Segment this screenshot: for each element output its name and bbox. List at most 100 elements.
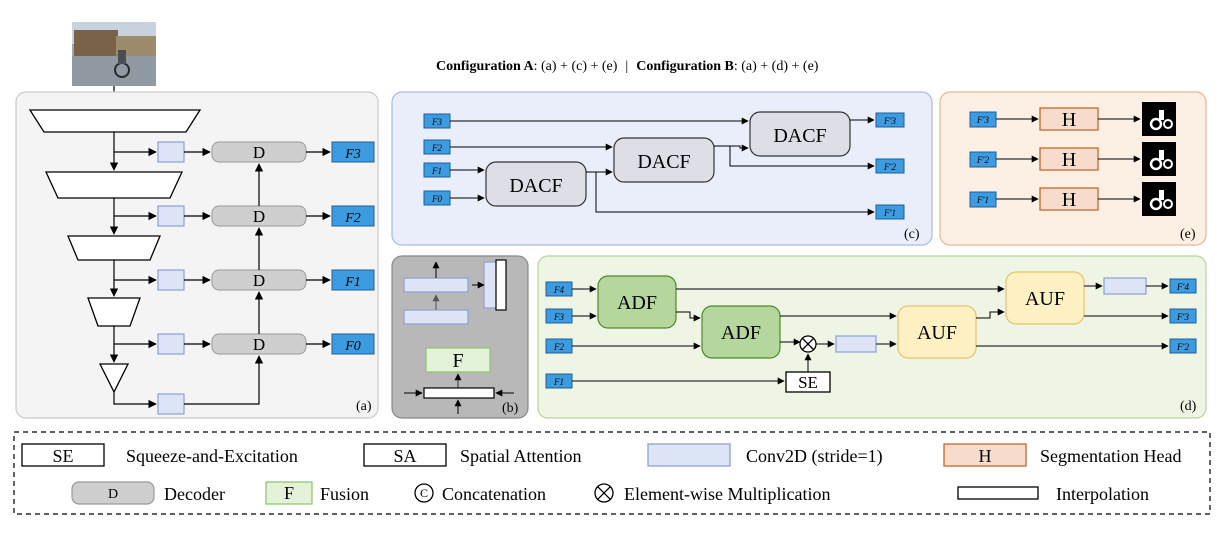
svg-text:F1: F1 bbox=[431, 166, 442, 176]
legend-sa: SA Spatial Attention bbox=[363, 443, 582, 467]
mask-output-thumbnail bbox=[1142, 142, 1176, 176]
conv-box bbox=[157, 269, 185, 291]
svg-text:F'4: F'4 bbox=[1176, 282, 1189, 292]
svg-text:SE: SE bbox=[52, 446, 73, 466]
encoder-stage-5 bbox=[98, 363, 130, 394]
svg-text:SE: SE bbox=[798, 373, 818, 392]
svg-text:F'2: F'2 bbox=[976, 155, 989, 165]
svg-text:F1: F1 bbox=[344, 275, 361, 290]
svg-text:F'3: F'3 bbox=[976, 115, 989, 125]
svg-text:F'1: F'1 bbox=[883, 208, 896, 218]
dacf-block-1: DACF bbox=[485, 161, 587, 207]
svg-text:Conv2D (stride=1): Conv2D (stride=1) bbox=[746, 446, 883, 467]
svg-text:Spatial Attention: Spatial Attention bbox=[460, 446, 582, 466]
segmentation-head: H bbox=[1039, 107, 1099, 131]
interpolation-box bbox=[495, 259, 507, 311]
svg-text:F2: F2 bbox=[344, 211, 361, 226]
panel-e-caption: (e) bbox=[1180, 227, 1196, 242]
adf-block-2: ADF bbox=[701, 305, 781, 359]
svg-text:DACF: DACF bbox=[509, 175, 562, 197]
legend-concatenation: C Concatenation bbox=[414, 483, 546, 504]
svg-text:ADF: ADF bbox=[721, 322, 761, 344]
svg-text:Squeeze-and-Excitation: Squeeze-and-Excitation bbox=[126, 446, 298, 466]
svg-text:Element-wise Multiplication: Element-wise Multiplication bbox=[624, 484, 830, 504]
svg-text:F3: F3 bbox=[344, 147, 361, 162]
conv-box bbox=[157, 205, 185, 227]
svg-text:D: D bbox=[253, 335, 265, 354]
legend-head: H Segmentation Head bbox=[943, 443, 1181, 467]
svg-text:D: D bbox=[253, 271, 265, 290]
feature-output-f1: F1 bbox=[331, 269, 375, 291]
svg-text:D: D bbox=[253, 143, 265, 162]
legend-conv: Conv2D (stride=1) bbox=[647, 443, 883, 467]
svg-text:Decoder: Decoder bbox=[164, 484, 225, 504]
svg-text:F2: F2 bbox=[431, 143, 442, 153]
feature-output-f0: F0 bbox=[331, 333, 375, 355]
svg-text:DACF: DACF bbox=[773, 125, 826, 147]
head-input-f3: F'3 bbox=[969, 111, 997, 128]
decoder-block: D bbox=[211, 269, 307, 291]
svg-text:AUF: AUF bbox=[917, 322, 957, 344]
input-f3: F3 bbox=[423, 113, 451, 129]
svg-text:F: F bbox=[452, 350, 463, 372]
legend: SE Squeeze-and-Excitation SA Spatial Att… bbox=[13, 431, 1211, 515]
encoder-stage-4 bbox=[87, 297, 141, 327]
input-f1: F1 bbox=[423, 162, 451, 178]
legend-se: SE Squeeze-and-Excitation bbox=[21, 443, 298, 467]
input-f4: F4 bbox=[545, 281, 573, 297]
svg-text:C: C bbox=[420, 486, 428, 500]
svg-text:H: H bbox=[979, 446, 992, 466]
svg-text:ADF: ADF bbox=[617, 292, 657, 314]
output-f2-prime: F'2 bbox=[875, 158, 905, 174]
auf-block-2: AUF bbox=[1005, 271, 1085, 325]
svg-text:H: H bbox=[1062, 149, 1076, 171]
input-f2: F2 bbox=[545, 338, 573, 354]
head-input-f1: F'1 bbox=[969, 191, 997, 208]
input-image-thumbnail bbox=[72, 22, 156, 86]
input-f0: F0 bbox=[423, 190, 451, 206]
encoder-stage-1 bbox=[28, 109, 202, 133]
svg-text:F'3: F'3 bbox=[883, 116, 896, 126]
conv-box bbox=[403, 309, 469, 325]
legend-decoder: D Decoder bbox=[71, 481, 225, 505]
svg-text:H: H bbox=[1062, 189, 1076, 211]
svg-text:F: F bbox=[284, 483, 294, 503]
configuration-caption: Configuration A: (a) + (c) + (e)|Configu… bbox=[436, 59, 819, 74]
svg-text:F0: F0 bbox=[344, 339, 361, 354]
svg-text:F4: F4 bbox=[553, 285, 564, 295]
multiplication-node bbox=[799, 335, 817, 353]
encoder-stage-3 bbox=[67, 235, 161, 261]
conv-box bbox=[157, 393, 185, 415]
conv-box bbox=[157, 141, 185, 163]
legend-interpolation: Interpolation bbox=[957, 484, 1149, 504]
legend-multiplication: Element-wise Multiplication bbox=[594, 483, 830, 504]
conv-box bbox=[157, 333, 185, 355]
svg-text:F3: F3 bbox=[553, 312, 564, 322]
svg-text:F'3: F'3 bbox=[1176, 312, 1189, 322]
input-f3: F3 bbox=[545, 308, 573, 324]
svg-text:F1: F1 bbox=[553, 377, 564, 387]
svg-text:Fusion: Fusion bbox=[320, 484, 369, 504]
svg-text:H: H bbox=[1062, 109, 1076, 131]
panel-d-adf-auf: F4 F3 F2 F1 ADF ADF AUF AUF bbox=[537, 255, 1207, 419]
mask-output-thumbnail bbox=[1142, 102, 1176, 136]
dacf-block-3: DACF bbox=[749, 111, 851, 157]
legend-fusion: F Fusion bbox=[265, 481, 369, 505]
mask-output-thumbnail bbox=[1142, 182, 1176, 216]
head-input-f2: F'2 bbox=[969, 151, 997, 168]
segmentation-head: H bbox=[1039, 187, 1099, 211]
fusion-block: F bbox=[425, 347, 491, 373]
svg-text:F2: F2 bbox=[553, 342, 564, 352]
adf-block-1: ADF bbox=[597, 275, 677, 329]
svg-text:F0: F0 bbox=[431, 194, 442, 204]
output-f4-prime: F'4 bbox=[1169, 278, 1197, 294]
panel-e-heads: F'3 F'2 F'1 H H H (e) bbox=[939, 91, 1207, 246]
svg-text:D: D bbox=[253, 207, 265, 226]
panel-b-fusion: F (b) bbox=[391, 255, 529, 419]
auf-block-1: AUF bbox=[897, 305, 977, 359]
panel-d-caption: (d) bbox=[1180, 399, 1197, 414]
svg-text:F'2: F'2 bbox=[1176, 342, 1189, 352]
panel-b-caption: (b) bbox=[502, 401, 519, 416]
svg-text:F3: F3 bbox=[431, 117, 442, 127]
